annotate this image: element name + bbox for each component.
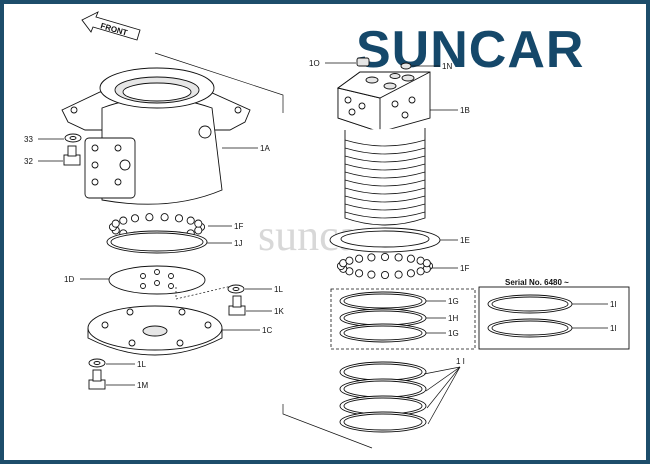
- plate-1d: [108, 265, 206, 295]
- spindle-groove: [344, 163, 426, 171]
- bearing-ball: [145, 213, 154, 222]
- label-32: 32: [24, 157, 33, 166]
- ring-1i-upper: [487, 294, 573, 314]
- front-label: FRONT: [99, 21, 128, 37]
- bolt-1m: [88, 369, 106, 390]
- label-1o: 1O: [309, 59, 320, 68]
- bearing-ball: [186, 216, 195, 225]
- label-1d: 1D: [64, 275, 74, 284]
- label-1m: 1M: [137, 381, 148, 390]
- bearing-ball: [111, 219, 120, 228]
- spindle-groove: [344, 179, 426, 187]
- plug-1o: [356, 57, 370, 67]
- label-1l-upper: 1L: [274, 285, 283, 294]
- label-1f-left: 1F: [234, 222, 243, 231]
- serial-box: [478, 286, 630, 350]
- spindle-groove: [344, 195, 426, 203]
- washer-33: [64, 133, 82, 143]
- front-arrow-icon: FRONT: [81, 11, 141, 41]
- label-1k: 1K: [274, 307, 284, 316]
- serial-box-title: Serial No. 6480 ~: [505, 278, 569, 287]
- guide-line: [154, 52, 284, 113]
- spindle-groove: [344, 187, 426, 195]
- label-1i-lower: 1I: [610, 324, 617, 333]
- ring-1i-lower: [487, 318, 573, 338]
- bearing-ball: [345, 256, 354, 265]
- bearing-ball: [422, 259, 431, 268]
- bearing-ball: [394, 270, 403, 279]
- spindle-groove: [344, 147, 426, 155]
- label-33: 33: [24, 135, 33, 144]
- label-1f-right: 1F: [460, 264, 469, 273]
- bearing-ball: [119, 216, 128, 225]
- bearing-ball: [194, 219, 203, 228]
- ball-ring-1f-right: [336, 252, 434, 280]
- bearing-ball: [380, 252, 390, 262]
- spindle-groove: [344, 211, 426, 219]
- seal-1h: [339, 308, 427, 328]
- bearing-ball: [380, 270, 390, 280]
- label-1i-stack: 1 I: [456, 357, 465, 366]
- bearing-ball: [406, 254, 415, 263]
- bearing-ball: [406, 269, 415, 278]
- housing-1a: [61, 67, 251, 205]
- label-1j: 1J: [234, 239, 242, 248]
- bearing-ball: [160, 213, 169, 222]
- seal-group-box: [330, 288, 476, 350]
- label-1n: 1N: [442, 62, 452, 71]
- bearing-ball: [355, 254, 364, 263]
- seal-ring: [343, 380, 423, 398]
- bearing-ball: [367, 270, 376, 279]
- spindle-grooves: [344, 139, 426, 219]
- suncar-logo: SUNCAR: [356, 21, 584, 79]
- label-1h: 1H: [448, 314, 458, 323]
- bearing-ball: [367, 253, 376, 262]
- seal-ring-stack-1i: [339, 361, 427, 433]
- thrust-plate-1e: [329, 227, 441, 253]
- seal-ring: [343, 363, 423, 381]
- cover-1c: [87, 305, 223, 356]
- label-1b: 1B: [460, 106, 470, 115]
- logo-text: SUNCAR: [356, 21, 584, 79]
- bearing-ball: [394, 253, 403, 262]
- plug-1n: [400, 62, 412, 70]
- bearing-ball: [174, 214, 184, 223]
- seal-ring: [343, 413, 423, 431]
- label-1e: 1E: [460, 236, 470, 245]
- spindle-groove: [344, 171, 426, 179]
- ring-stack-leader-lines: [423, 366, 461, 425]
- washer-1l-lower: [88, 358, 106, 368]
- spindle-groove: [344, 155, 426, 163]
- label-1g-lower: 1G: [448, 329, 459, 338]
- spindle-groove: [344, 203, 426, 211]
- label-1c: 1C: [262, 326, 272, 335]
- washer-1l-upper: [227, 284, 245, 294]
- label-1a: 1A: [260, 144, 270, 153]
- bearing-ball: [130, 214, 140, 223]
- seal-1g-lower: [339, 323, 427, 343]
- bolt-1k: [228, 295, 246, 316]
- bolt-32: [63, 145, 81, 166]
- bearing-ball: [194, 226, 203, 235]
- label-1l-lower: 1L: [137, 360, 146, 369]
- guide-line-bottom: [282, 404, 373, 449]
- ring-1j: [106, 230, 208, 254]
- spindle-groove: [344, 139, 426, 147]
- label-1g-upper: 1G: [448, 297, 459, 306]
- seal-1g-upper: [339, 291, 427, 311]
- label-1i-upper: 1I: [610, 300, 617, 309]
- bearing-ball: [416, 267, 425, 276]
- bearing-ball: [355, 269, 364, 278]
